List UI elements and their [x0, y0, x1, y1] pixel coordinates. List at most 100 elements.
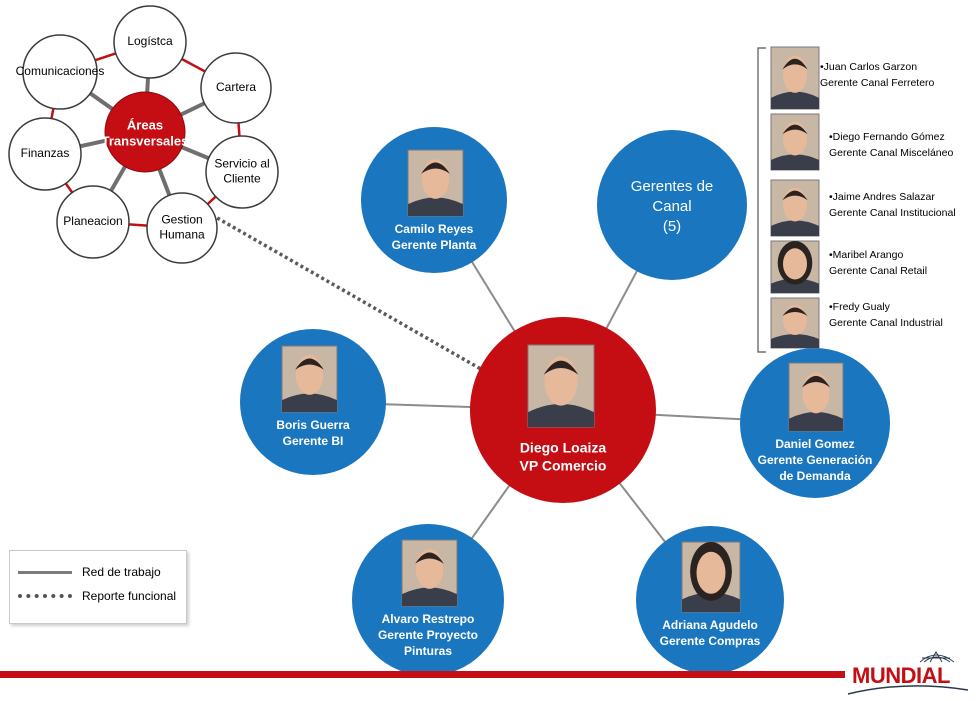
manager-photo — [281, 345, 338, 413]
manager-label: Gerente Generación — [758, 453, 873, 467]
canal-circle-label: Gerentes de — [631, 178, 714, 195]
manager-photo — [681, 541, 741, 613]
transversal-node: Comunicaciones — [16, 34, 105, 110]
transversal-node-circle — [205, 135, 279, 209]
canal-manager-role: Gerente Canal Misceláneo — [829, 147, 953, 159]
canal-circle-label: (5) — [663, 218, 681, 235]
center-label: Diego Loaiza — [520, 440, 607, 456]
transversal-node: Cartera — [200, 52, 272, 124]
manager-label: Adriana Agudelo — [662, 618, 758, 632]
legend-network-row: Red de trabajo — [18, 565, 161, 579]
manager-photo — [407, 149, 464, 217]
transversal-node-label: Cartera — [216, 80, 256, 94]
canal-manager-role: Gerente Canal Industrial — [829, 317, 943, 329]
canal-manager-name: •Jaime Andres Salazar — [829, 191, 935, 203]
transversal-node-label: Finanzas — [21, 146, 70, 160]
transversal-center-label: Áreas — [127, 117, 163, 132]
photo-shoulders — [771, 91, 819, 109]
photo-hair — [801, 375, 831, 388]
transversal-node-label: Comunicaciones — [16, 64, 105, 78]
legend-solid-line — [18, 570, 72, 574]
legend-functional-row: Reporte funcional — [18, 589, 176, 603]
canal-bracket — [757, 47, 766, 353]
photo-hair — [782, 190, 808, 201]
canal-manager-photo — [770, 179, 820, 237]
canal-manager-photo — [770, 113, 820, 171]
canal-manager-photo — [770, 46, 820, 110]
canal-manager-name: •Maribel Arango — [829, 249, 903, 261]
canal-manager-name: •Fredy Gualy — [829, 301, 891, 313]
transversal-node: Finanzas — [8, 117, 82, 191]
manager-label: Daniel Gomez — [775, 437, 854, 451]
manager-label: de Demanda — [779, 469, 851, 483]
photo-shoulders — [771, 220, 819, 236]
manager-label: Gerente BI — [283, 434, 344, 448]
canal-circle — [597, 130, 747, 280]
transversal-node: Planeacion — [56, 185, 130, 259]
canal-manager-name: •Juan Carlos Garzon — [820, 61, 917, 73]
transversal-node: Logístca — [113, 5, 187, 79]
center-label: VP Comercio — [520, 458, 607, 474]
manager-photo — [401, 539, 458, 607]
transversal-node-label: Cliente — [223, 172, 261, 186]
legend-network-label: Red de trabajo — [82, 565, 161, 579]
canal-manager-name: •Diego Fernando Gómez — [829, 131, 945, 143]
canal-manager-role: Gerente Canal Institucional — [829, 207, 956, 219]
photo-face — [783, 248, 807, 280]
transversal-node-label: Gestion — [161, 213, 202, 227]
canal-manager-role: Gerente Canal Ferretero — [820, 77, 935, 89]
photo-hair — [295, 358, 324, 370]
transversal-center-label: Transversales — [102, 133, 189, 148]
transversal-node-circle — [146, 192, 218, 264]
mundial-logo: MUNDIAL — [846, 650, 971, 696]
manager-label: Gerente Proyecto — [378, 628, 478, 642]
photo-shoulders — [528, 404, 594, 427]
manager-label: Boris Guerra — [276, 418, 350, 432]
photo-hair — [782, 58, 808, 70]
photo-shoulders — [789, 411, 843, 431]
transversal-node-circle — [56, 185, 130, 259]
manager-label: Alvaro Restrepo — [382, 612, 475, 626]
photo-hair — [782, 307, 808, 316]
photo-shoulders — [771, 278, 819, 293]
canal-circle-label: Canal — [652, 198, 691, 215]
legend-functional-label: Reporte funcional — [82, 589, 177, 603]
transversal-node-label: Planeacion — [63, 214, 122, 228]
photo-shoulders — [402, 587, 457, 606]
globe-icon — [847, 651, 969, 695]
canal-managers-group: Gerentes de Canal (5) •Juan Carlos GarzonGe… — [597, 46, 956, 353]
transversal-node-circle — [200, 52, 272, 124]
photo-shoulders — [771, 154, 819, 170]
transversal-node-label: Servicio al — [214, 157, 269, 171]
transversal-node-circle — [8, 117, 82, 191]
manager-label: Gerente Compras — [660, 634, 761, 648]
transversal-node-circle — [22, 34, 98, 110]
logo-text: MUNDIAL — [852, 663, 950, 688]
manager-label: Gerente Planta — [392, 238, 477, 252]
functional-report-line — [211, 213, 487, 374]
photo-hair — [543, 360, 579, 375]
transversal-node-label: Logístca — [127, 34, 173, 48]
canal-manager-photo — [770, 297, 820, 349]
legend-box: Red de trabajo Reporte funcional — [9, 550, 187, 624]
manager-label: Camilo Reyes — [395, 222, 474, 236]
photo-shoulders — [771, 334, 819, 348]
transversal-node-label: Humana — [159, 228, 205, 242]
transversal-node-circle — [113, 5, 187, 79]
photo-shoulders — [282, 393, 337, 412]
photo-face — [696, 551, 726, 594]
photo-hair — [421, 162, 450, 174]
photo-hair — [782, 124, 808, 135]
